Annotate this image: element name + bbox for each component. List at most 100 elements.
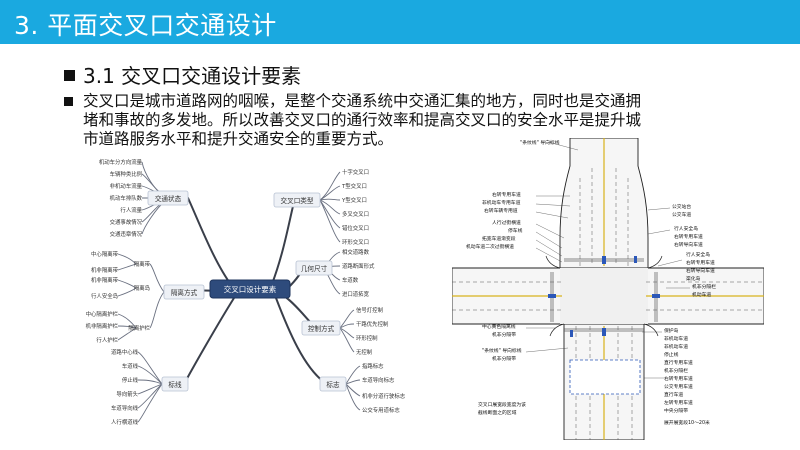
mindmap-leaf: 隔离护栏: [128, 324, 150, 332]
mindmap-leaf: 车道线: [122, 362, 139, 370]
mindmap-leaf: 公交专用道标志: [362, 406, 400, 414]
mindmap-leaf: 中心隔离护栏: [86, 310, 119, 318]
mindmap-branch-label: 交叉口类型: [281, 196, 314, 205]
plan-label: 公交车道: [672, 211, 691, 218]
plan-label: 中央分隔带: [664, 407, 688, 414]
mindmap-leaf: 干路优先控制: [356, 320, 388, 328]
plan-label: 机动车道二次过街横道: [466, 243, 514, 250]
plan-label: 右转专用车道: [664, 375, 693, 382]
mindmap-leaf: Y型交叉口: [341, 196, 367, 204]
bullet-square-icon: [64, 97, 73, 106]
mindmap-leaf: 人行横道线: [111, 418, 139, 426]
mindmap-leaf: 无控制: [356, 348, 372, 356]
plan-label: 停车线: [508, 227, 523, 234]
plan-label: 停止线: [664, 351, 679, 358]
mindmap-leaf: 错位交叉口: [342, 224, 369, 232]
mindmap-branch-label: 控制方式: [308, 324, 335, 333]
mindmap-leaf: 机非分道行驶标志: [362, 392, 406, 400]
mindmap-leaf: 进口道拓宽: [342, 290, 370, 298]
design-elements-mindmap: 交叉口设计要素 交通状态 隔离方式 标线 交叉口类型 几何尺寸 控制方式 标志 …: [84, 152, 426, 434]
mindmap-leaf: 环形交叉口: [342, 238, 369, 246]
section-heading: 3.1 交叉口交通设计要素: [64, 60, 301, 89]
mindmap-leaf: 隔离带: [134, 260, 151, 268]
mindmap-branch-label: 隔离方式: [171, 288, 198, 297]
mindmap-leaf: 导向箭头: [116, 390, 138, 398]
plan-label: 保护岛: [664, 327, 679, 334]
plan-label: 直行专用车道: [664, 359, 693, 366]
mindmap-leaf: 十字交叉口: [342, 168, 369, 176]
mindmap-leaf: 非机动车流量: [110, 182, 143, 190]
mindmap-graphic: 交叉口设计要素 交通状态 隔离方式 标线 交叉口类型 几何尺寸 控制方式 标志 …: [86, 158, 406, 426]
mindmap-leaf: 停止线: [122, 376, 139, 384]
plan-label: 机非分隔栏: [664, 367, 688, 374]
mindmap-leaf: 隔离岛: [134, 284, 150, 292]
mindmap-leaf: 车道导向标志: [362, 376, 395, 384]
plan-label: 展开展宽段10～20米: [664, 419, 710, 426]
plan-label: 行人安全岛: [674, 225, 698, 232]
slide-title-bar: 3. 平面交叉口交通设计: [0, 0, 800, 44]
mindmap-leaf: 机非隔离带: [91, 266, 119, 274]
paragraph-line: 堵和事故的多发地。所以改善交叉口的通行效率和提高交叉口的安全水平是提升城: [83, 111, 642, 129]
mindmap-branch-label: 标线: [168, 380, 182, 389]
mindmap-leaf: 机非隔离带: [91, 276, 119, 284]
plan-label: 非机动车专用车道: [482, 199, 521, 206]
mindmap-leaf: 车道导向线: [111, 404, 139, 412]
plan-label: 右转车辆专用道: [484, 207, 518, 214]
plan-label: 非机动车道: [664, 343, 688, 350]
mindmap-branch-label: 标志: [326, 380, 340, 389]
mindmap-leaf: 车道数: [342, 276, 359, 284]
mindmap-leaf: 机动车排队数: [110, 194, 143, 202]
plan-label: 人行过街横道: [492, 219, 521, 226]
plan-label: 截线断面之的区域: [478, 409, 517, 416]
mindmap-leaf: 行人护栏: [96, 336, 118, 344]
plan-label: 直行车道: [664, 391, 683, 398]
intersection-plan-graphic: "条纹线" 导向标线 右转专用车道 非机动车专用车道 右转车辆专用道 人行过街横…: [451, 137, 765, 441]
plan-label: 交叉口展宽段宽度为该: [478, 401, 526, 408]
bullet-square-icon: [64, 70, 75, 81]
mindmap-leaf: 道路中心线: [111, 348, 139, 356]
mindmap-leaf: 交通事故情况: [110, 218, 143, 226]
plan-label: 左转专用车道: [664, 399, 693, 406]
paragraph-line: 市道路服务水平和提升交通安全的重要方式。: [83, 130, 394, 148]
intersection-plan-diagram: "条纹线" 导向标线 右转专用车道 非机动车专用车道 右转车辆专用道 人行过街横…: [451, 137, 765, 441]
mindmap-branch-label: 几何尺寸: [301, 264, 328, 273]
mindmap-leaf: 信号灯控制: [356, 306, 383, 314]
plan-label: 公交站台: [672, 203, 691, 210]
mindmap-leaf: 环形控制: [356, 334, 378, 342]
mindmap-center-node: [209, 279, 291, 299]
mindmap-center-label: 交叉口设计要素: [224, 284, 277, 294]
mindmap-leaf: 车辆种类比例: [110, 170, 142, 178]
plan-label: 机非分隔带: [492, 331, 516, 338]
plan-label: 非机动车道: [664, 335, 688, 342]
plan-label: 右转专用车道: [674, 233, 703, 240]
plan-label: 机非分隔栏: [692, 283, 716, 290]
plan-label: 渠化岛: [686, 275, 701, 282]
mindmap-leaf: 机动车分方向流量: [99, 158, 143, 166]
plan-label: 机动车道: [692, 291, 711, 298]
mindmap-leaf: 交通违章情况: [110, 230, 143, 238]
plan-label: "条纹线" 导向标线: [520, 139, 560, 146]
section-heading-text: 3.1 交叉口交通设计要素: [83, 64, 302, 88]
mindmap-leaf: 中心隔离带: [91, 250, 119, 258]
plan-label: 拓宽车道渐变段: [482, 235, 516, 242]
mindmap-leaf: 相交道路数: [342, 248, 370, 256]
plan-label: 右转专用车道: [492, 191, 521, 198]
mindmap-leaf: 指路标志: [362, 362, 384, 370]
plan-label: 右转导向车道: [686, 267, 715, 274]
mindmap-leaf: T型交叉口: [341, 182, 367, 190]
mindmap-leaf: 机非隔离护栏: [86, 322, 119, 330]
plan-label: 右转专用车道: [686, 259, 715, 266]
paragraph-line: 交叉口是城市道路网的咽喉，是整个交通系统中交通汇集的地方，同时也是交通拥: [83, 92, 642, 110]
mindmap-branch-label: 交通状态: [155, 194, 182, 203]
mindmap-leaf: 多叉交叉口: [342, 210, 369, 218]
plan-label: 机非分隔带: [492, 355, 516, 362]
slide-title: 3. 平面交叉口交通设计: [14, 11, 277, 40]
mindmap-leaf: 道路断面形式: [342, 262, 375, 270]
mindmap-leaf: 行人安全岛: [91, 292, 118, 300]
plan-label: 公交专用车道: [664, 383, 693, 390]
plan-label: 中心黄色隔离线: [482, 323, 516, 330]
plan-label: "条纹线" 导向标线: [482, 347, 522, 354]
plan-label: 行人安全岛: [686, 251, 710, 258]
mindmap-leaf: 行人流量: [120, 206, 142, 214]
plan-label: 右转导向车道: [674, 241, 703, 248]
